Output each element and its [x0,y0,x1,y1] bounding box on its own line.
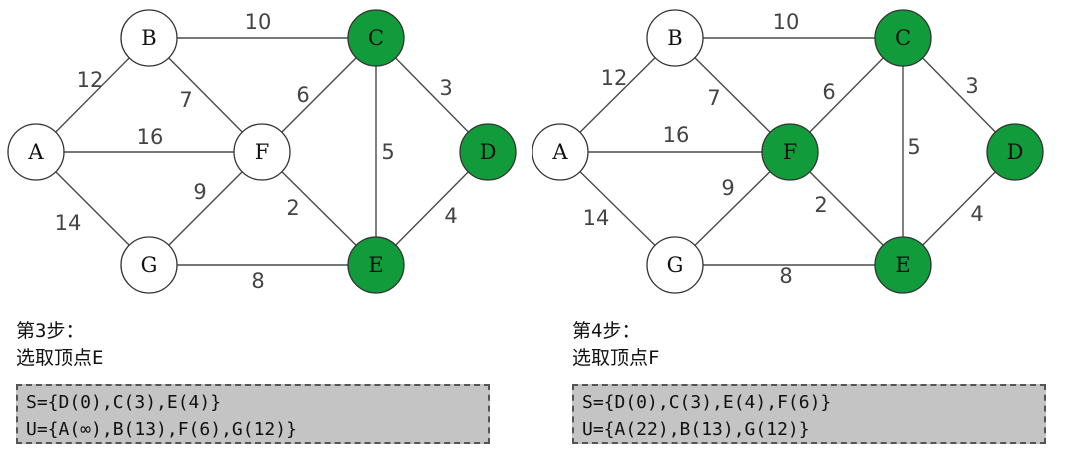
edge-weight-B-C: 10 [773,10,800,34]
node-A [532,123,589,181]
node-D [986,123,1044,181]
edge-weight-F-C: 6 [822,80,835,104]
node-D [459,123,517,181]
graph-step-3: 12 16 14 10 7 6 3 5 9 2 4 8 A B C D E F G [7,9,517,294]
node-label-A: A [27,140,44,164]
step-title: 第4步： [572,320,641,342]
edge-weight-F-E: 2 [814,193,827,217]
edge-weight-F-G: 9 [193,180,206,204]
node-label-A: A [551,140,568,164]
node-E [347,236,405,294]
edge-weight-F-G: 9 [721,176,734,200]
node-G [120,236,178,294]
step-3-panel: 12 16 14 10 7 6 3 5 9 2 4 8 A B C D E F G 第3步： 选取顶点E S={D(… [0,0,532,462]
step-title: 第3步： [16,320,85,342]
s-set-line: S={D(0),C(3),E(4)} [26,392,222,413]
graph-step-4: 12 16 14 10 7 6 3 5 9 2 4 8 A B C D E F G [532,9,1044,294]
node-label-B: B [141,26,156,50]
edge-weight-C-D: 3 [439,76,452,100]
sets-box: S={D(0),C(3),E(4),F(6)} U={A(22),B(13),G… [572,384,1046,444]
edge-weight-D-E: 4 [444,204,457,228]
node-label-G: G [667,253,684,277]
node-label-C: C [368,26,384,50]
edge-weight-G-E: 8 [779,264,792,288]
edge-weight-A-F: 16 [137,125,164,149]
node-F [233,123,291,181]
s-set-line: S={D(0),C(3),E(4),F(6)} [582,392,832,413]
edge-weight-G-E: 8 [251,269,264,293]
node-G [646,236,704,294]
node-label-D: D [480,140,497,164]
node-label-F: F [255,140,270,164]
edge-weight-B-C: 10 [245,10,272,34]
edge-weight-C-E: 5 [907,135,920,159]
edge-weight-A-G: 14 [55,211,82,235]
edge-weight-A-G: 14 [583,206,610,230]
node-C [874,9,932,67]
node-label-F: F [783,140,798,164]
step-4-panel: 12 16 14 10 7 6 3 5 9 2 4 8 A B C D E F G 第4步： 选取顶点F S={D(… [532,0,1064,462]
node-B [120,9,178,67]
u-set-line: U={A(22),B(13),G(12)} [582,419,810,440]
node-label-B: B [667,26,682,50]
edge-weight-A-F: 16 [663,123,690,147]
node-C [347,9,405,67]
node-B [646,9,704,67]
node-label-E: E [368,253,383,277]
edge-weight-D-E: 4 [970,202,983,226]
edge-weight-C-D: 3 [965,74,978,98]
edge-weight-F-C: 6 [296,83,309,107]
u-set-line: U={A(∞),B(13),F(6),G(12)} [26,419,297,440]
edge-weight-F-E: 2 [286,196,299,220]
node-label-G: G [141,253,158,277]
node-label-C: C [895,26,911,50]
edge-weight-B-F: 7 [179,88,192,112]
node-A [7,123,65,181]
edge-weight-C-E: 5 [381,140,394,164]
sets-box: S={D(0),C(3),E(4)} U={A(∞),B(13),F(6),G(… [16,384,490,444]
node-label-E: E [895,253,910,277]
edge-weight-A-B: 12 [77,68,104,92]
edge-weight-B-F: 7 [707,86,720,110]
node-label-D: D [1007,140,1024,164]
step-action: 选取顶点E [16,347,104,369]
node-F [761,123,819,181]
edge-weight-A-B: 12 [601,66,628,90]
node-E [874,236,932,294]
step-action: 选取顶点F [572,347,660,369]
